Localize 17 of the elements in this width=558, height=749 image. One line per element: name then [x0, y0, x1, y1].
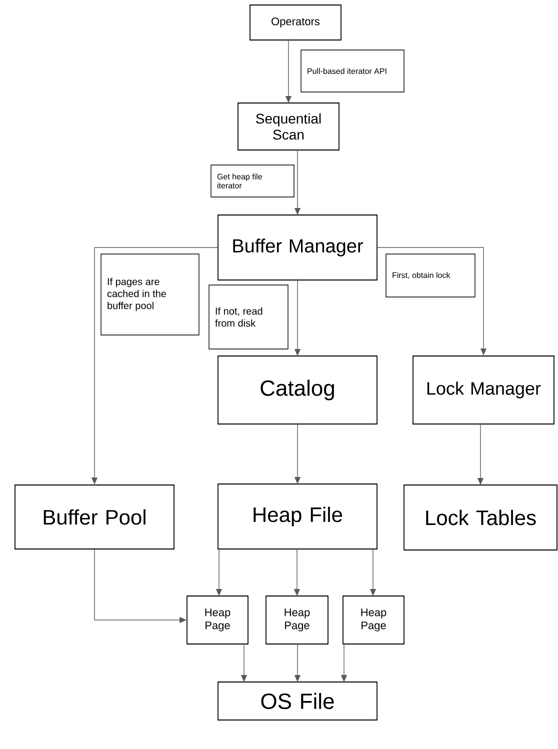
process-box: Heap Page: [342, 596, 404, 644]
process-box: Buffer Pool: [14, 484, 174, 550]
process-box: OS File: [218, 682, 378, 720]
note-box: Get heap file iterator: [210, 164, 294, 198]
process-box: Lock Tables: [404, 484, 558, 550]
process-box: Heap File: [218, 484, 378, 550]
note-box: Pull-based iterator API: [300, 50, 404, 92]
note-box: First, obtain lock: [386, 254, 476, 298]
note-box: If pages are cached in the buffer pool: [100, 254, 200, 336]
process-box: Heap Page: [186, 596, 248, 644]
process-box: Operators: [250, 4, 342, 40]
process-box: Catalog: [218, 356, 378, 424]
process-box: Lock Manager: [412, 356, 554, 424]
process-box: Heap Page: [266, 596, 328, 644]
note-box: If not, read from disk: [208, 284, 288, 350]
process-box: Sequential Scan: [238, 102, 340, 150]
process-box: Buffer Manager: [218, 214, 378, 280]
